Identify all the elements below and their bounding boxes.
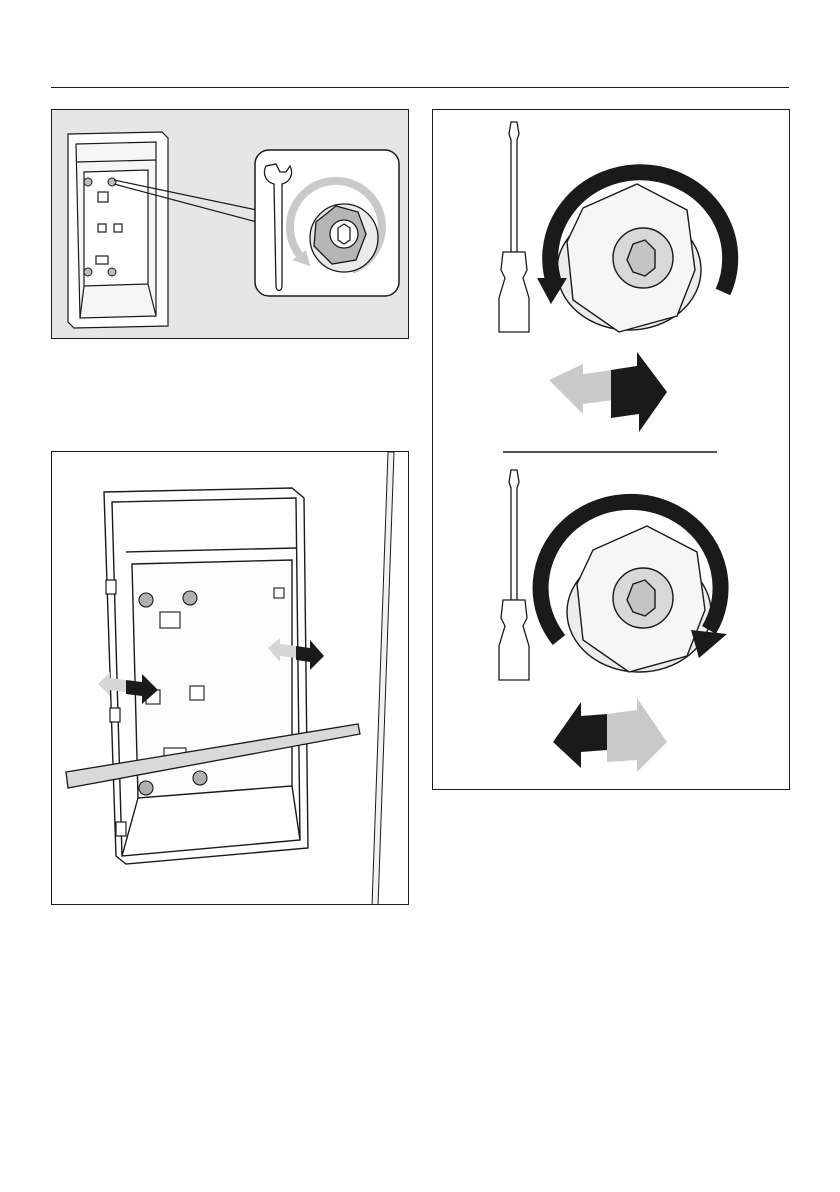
wall-edge bbox=[372, 452, 394, 905]
figure-eccentric-adjustment bbox=[432, 109, 790, 790]
niche-frame bbox=[104, 488, 308, 864]
double-arrow-icon bbox=[553, 698, 667, 772]
niche-frame bbox=[68, 132, 168, 328]
figure-wrench-detail bbox=[51, 109, 409, 339]
niche-alignment-illustration bbox=[52, 452, 409, 905]
screwdriver-icon bbox=[499, 470, 529, 680]
figure-niche-alignment bbox=[51, 451, 409, 905]
header-rule bbox=[51, 87, 789, 88]
hex-nut-icon bbox=[310, 204, 378, 272]
double-arrow-icon bbox=[549, 352, 667, 432]
eccentric-adjustment-illustration bbox=[433, 110, 790, 790]
niche-overview-illustration bbox=[52, 110, 409, 339]
screwdriver-icon bbox=[499, 122, 529, 332]
hex-nut-icon bbox=[567, 526, 711, 672]
